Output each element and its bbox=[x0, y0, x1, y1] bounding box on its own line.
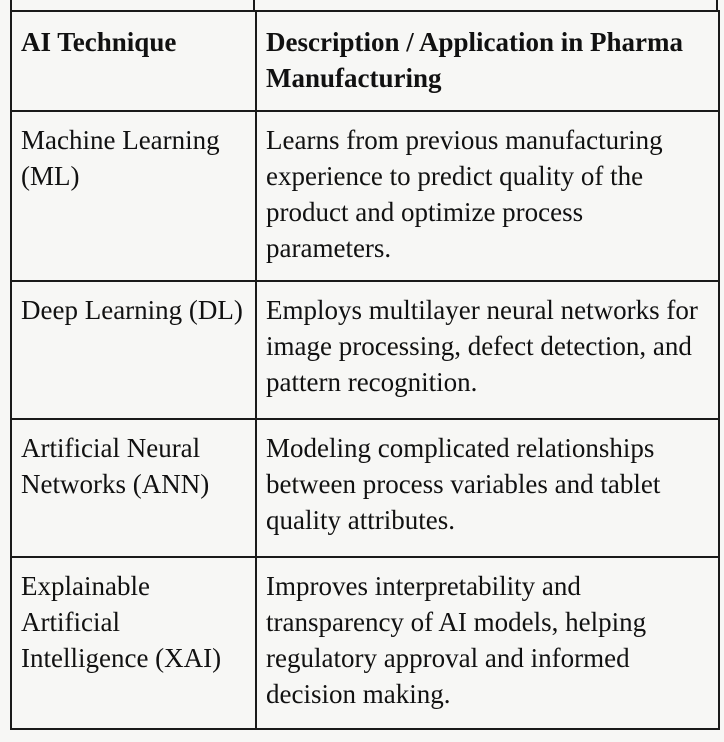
technique-cell: Deep Learning (DL) bbox=[10, 280, 257, 420]
table-border-top-left bbox=[10, 0, 12, 10]
header-description: Description / Application in Pharma Manu… bbox=[255, 10, 720, 112]
description-cell: Modeling complicated relationships betwe… bbox=[255, 418, 720, 558]
table-row: Machine Learning (ML) Learns from previo… bbox=[10, 110, 720, 282]
table-row: Deep Learning (DL) Employs multilayer ne… bbox=[10, 280, 720, 420]
table-border-top-middle bbox=[253, 0, 255, 10]
table-border-top-right bbox=[716, 0, 718, 10]
table-row: Artificial Neural Networks (ANN) Modelin… bbox=[10, 418, 720, 558]
technique-cell: Machine Learning (ML) bbox=[10, 110, 257, 282]
description-cell: Employs multilayer neural networks for i… bbox=[255, 280, 720, 420]
description-cell: Improves interpretability and transparen… bbox=[255, 556, 720, 730]
technique-cell: Explainable Artificial Intelligence (XAI… bbox=[10, 556, 257, 730]
description-cell: Learns from previous manufacturing exper… bbox=[255, 110, 720, 282]
table-header-row: AI Technique Description / Application i… bbox=[10, 10, 720, 112]
table-row: Explainable Artificial Intelligence (XAI… bbox=[10, 556, 720, 730]
ai-techniques-table: AI Technique Description / Application i… bbox=[10, 10, 720, 730]
header-ai-technique: AI Technique bbox=[10, 10, 257, 112]
technique-cell: Artificial Neural Networks (ANN) bbox=[10, 418, 257, 558]
